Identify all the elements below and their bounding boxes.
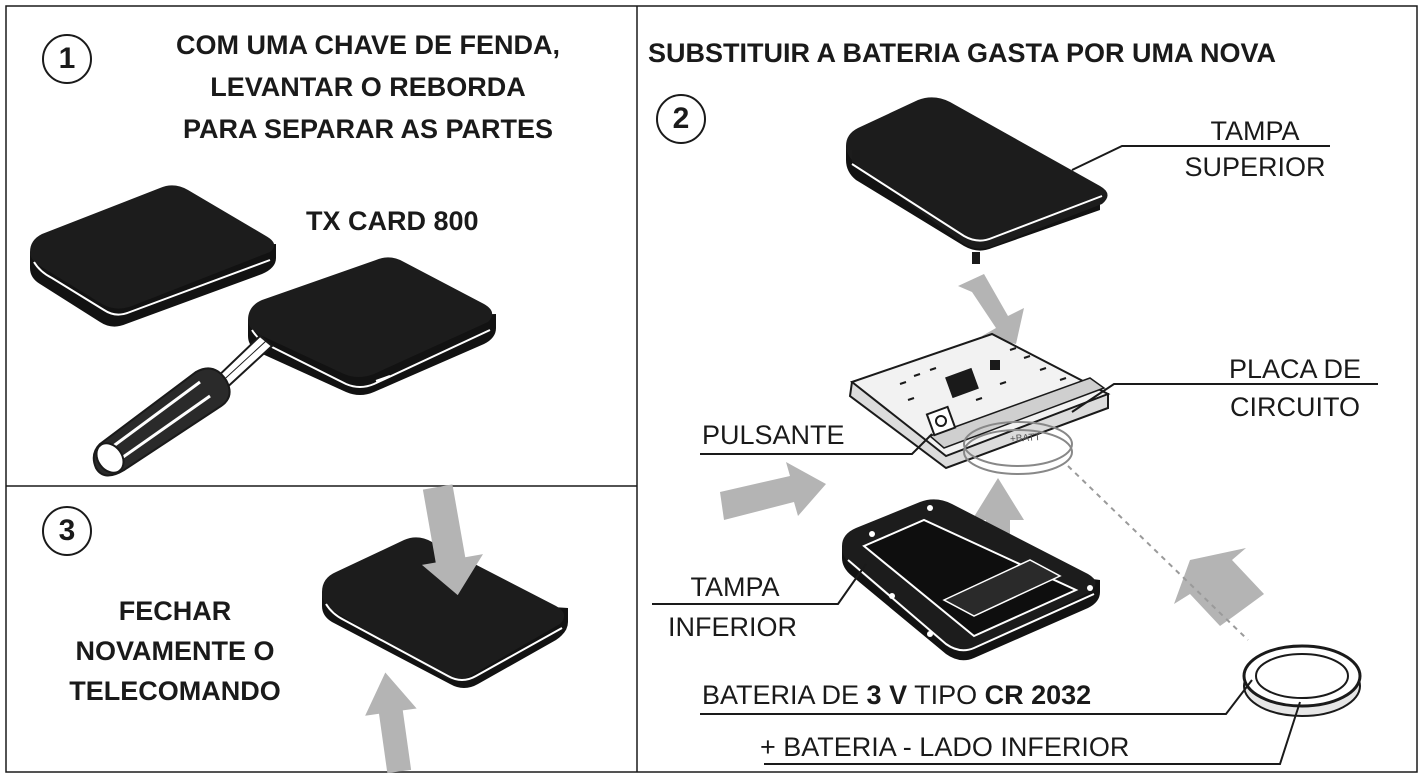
arrow-bottom-up <box>972 478 1024 562</box>
label-battery-prefix: BATERIA DE <box>702 680 867 710</box>
step-3-instruction-line-3: TELECOMANDO <box>69 676 281 706</box>
arrow-top-down <box>958 274 1024 344</box>
press-arrow-down <box>421 484 483 596</box>
card-right <box>248 257 496 395</box>
panel-frame <box>5 5 1418 773</box>
step-1-instruction-line-2: LEVANTAR O REBORDA <box>210 72 526 102</box>
label-top-cover-line-2: SUPERIOR <box>1184 152 1326 182</box>
closed-card <box>322 537 568 688</box>
step-2-heading: SUBSTITUIR A BATERIA GASTA POR UMA NOVA <box>648 38 1276 68</box>
step-1-instruction-line-1: COM UMA CHAVE DE FENDA, <box>176 30 560 60</box>
leader-lines <box>652 145 1378 765</box>
product-name: TX CARD 800 <box>306 206 479 236</box>
screwdriver <box>92 334 274 477</box>
label-button: PULSANTE <box>702 420 845 450</box>
label-battery-type: BATERIA DE 3 V TIPO CR 2032 <box>702 680 1091 711</box>
label-battery-model: CR 2032 <box>984 680 1092 710</box>
step-3-instruction-line-1: FECHAR <box>118 596 232 626</box>
step-2-number: 2 <box>656 94 706 144</box>
arrow-left-in <box>720 462 826 520</box>
card-left <box>30 185 276 327</box>
arrow-battery-up <box>1174 548 1264 626</box>
alignment-dots <box>1067 465 1249 641</box>
label-top-cover-line-1: TAMPA <box>1210 116 1300 146</box>
step-3-instruction-line-2: NOVAMENTE O <box>75 636 275 666</box>
label-battery-voltage: 3 V <box>866 680 908 710</box>
step-1-instruction-line-3: PARA SEPARAR AS PARTES <box>182 114 554 144</box>
step-1-number: 1 <box>42 34 92 84</box>
top-cover <box>846 97 1108 264</box>
circuit-board <box>848 332 1111 475</box>
label-battery-side: + BATERIA - LADO INFERIOR <box>760 732 1130 762</box>
press-arrow-up <box>365 672 417 774</box>
bottom-cover <box>842 499 1100 661</box>
label-battery-mid: TIPO <box>907 680 985 710</box>
pcb-batt-mark: +BATT <box>1009 431 1041 446</box>
step-3-number: 3 <box>42 506 92 556</box>
coin-battery <box>1242 644 1362 717</box>
label-circuit-line-2: CIRCUITO <box>1229 392 1360 422</box>
label-circuit-line-1: PLACA DE <box>1228 354 1362 384</box>
label-bottom-cover-line-1: TAMPA <box>690 572 780 602</box>
label-bottom-cover-line-2: INFERIOR <box>668 612 798 642</box>
